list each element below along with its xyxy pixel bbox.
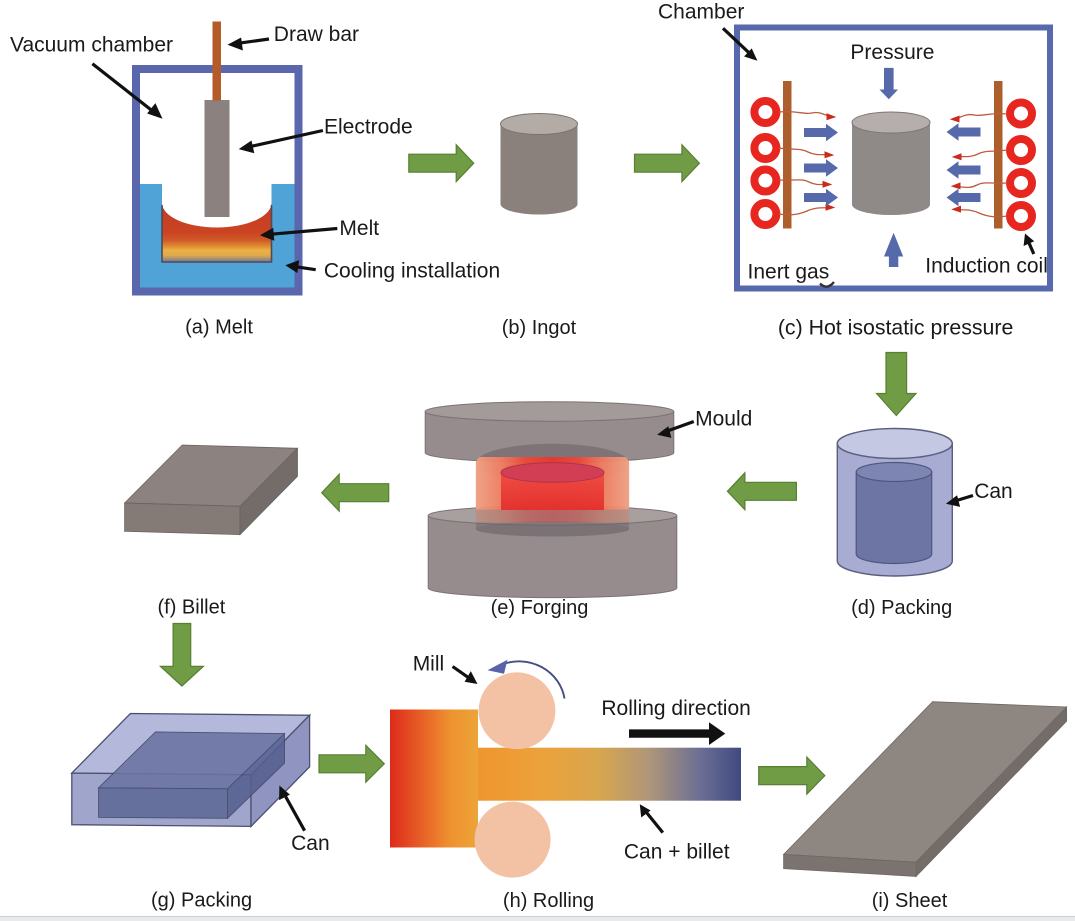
svg-text:Mill: Mill — [413, 653, 445, 676]
svg-text:Mould: Mould — [695, 408, 752, 431]
svg-text:Chamber: Chamber — [658, 0, 744, 23]
svg-text:(h) Rolling: (h) Rolling — [503, 890, 594, 912]
svg-text:Melt: Melt — [339, 217, 379, 240]
svg-text:Induction coil: Induction coil — [925, 255, 1048, 278]
svg-text:Electrode: Electrode — [324, 115, 413, 138]
svg-text:(g) Packing: (g) Packing — [151, 890, 252, 912]
svg-text:Draw bar: Draw bar — [274, 23, 359, 46]
svg-text:(b) Ingot: (b) Ingot — [502, 317, 577, 339]
svg-text:(a) Melt: (a) Melt — [185, 317, 253, 339]
svg-text:(e) Forging: (e) Forging — [491, 597, 589, 619]
svg-text:Inert gas: Inert gas — [748, 261, 830, 284]
svg-text:Rolling direction: Rolling direction — [601, 697, 750, 720]
svg-text:Can + billet: Can + billet — [624, 840, 730, 863]
svg-text:(c) Hot isostatic pressure: (c) Hot isostatic pressure — [778, 316, 1014, 340]
svg-text:Can: Can — [974, 480, 1013, 503]
svg-text:Cooling installation: Cooling installation — [324, 260, 500, 283]
svg-text:Pressure: Pressure — [850, 41, 934, 64]
svg-text:(i) Sheet: (i) Sheet — [872, 890, 948, 912]
svg-text:(f) Billet: (f) Billet — [158, 597, 226, 619]
svg-text:(d) Packing: (d) Packing — [851, 597, 952, 619]
svg-text:Vacuum chamber: Vacuum chamber — [10, 34, 173, 57]
svg-text:Can: Can — [291, 832, 330, 855]
